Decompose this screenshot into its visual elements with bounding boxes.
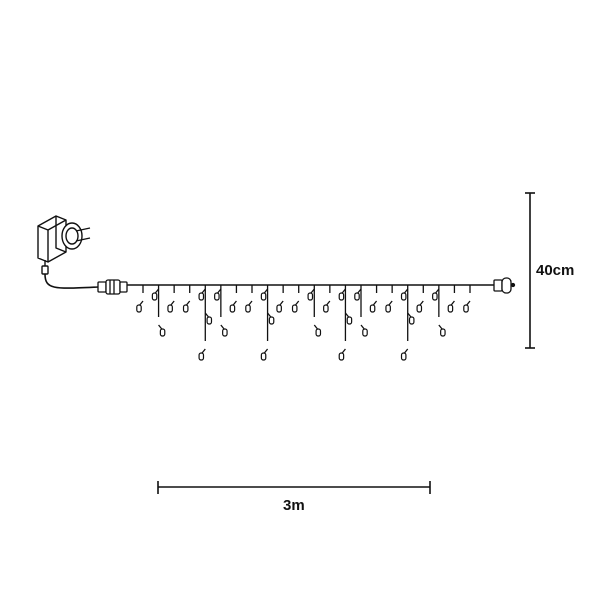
led-bulb [438, 324, 446, 337]
led-bulb [313, 324, 322, 337]
icicle-drop [151, 285, 166, 337]
icicle-drop [338, 285, 353, 361]
icicle-drop [385, 285, 393, 313]
icicle-drop [182, 285, 191, 313]
inline-connector-icon [97, 279, 128, 295]
icicle-drop [276, 285, 284, 313]
icicle-drop [463, 285, 471, 313]
led-bulb [291, 300, 300, 313]
icicle-drop [136, 285, 144, 313]
icicle-drop [369, 285, 378, 313]
led-bulb [400, 348, 409, 361]
icicle-drop [323, 285, 331, 313]
led-bulb [136, 300, 144, 313]
led-bulb [260, 288, 269, 301]
width-label: 3m [283, 497, 305, 514]
led-bulb [182, 300, 191, 313]
icicle-drop [416, 285, 424, 313]
led-bulb [360, 324, 368, 337]
led-bulb [400, 288, 409, 301]
led-bulb [385, 300, 393, 313]
led-bulb [220, 324, 228, 337]
led-bulb [229, 300, 237, 313]
power-adapter-icon [37, 215, 91, 275]
led-bulb [204, 312, 213, 325]
height-dimension [525, 192, 535, 349]
icicle-drop [260, 285, 275, 361]
end-cap-icon [493, 277, 516, 294]
led-bulb [167, 300, 175, 313]
led-bulb [323, 300, 331, 313]
icicle-drop [307, 285, 322, 337]
lead-cable [44, 273, 99, 289]
led-bulb [198, 288, 206, 301]
icicle-drop [245, 285, 253, 313]
led-bulb [267, 312, 275, 325]
led-bulb [416, 300, 424, 313]
icicle-drop [214, 285, 228, 337]
led-bulb [260, 348, 269, 361]
led-bulb [354, 288, 362, 301]
led-bulb [407, 312, 415, 325]
led-bulb [369, 300, 378, 313]
led-bulb [338, 348, 346, 361]
led-bulb [447, 300, 455, 313]
icicle-drop [291, 285, 300, 313]
led-bulb [245, 300, 253, 313]
icicle-drop [229, 285, 238, 313]
icicle-drop [400, 285, 415, 361]
led-bulb [214, 288, 222, 301]
height-label: 40cm [536, 262, 574, 279]
led-bulb [338, 288, 346, 301]
icicle-drops [136, 285, 471, 361]
icicle-drop [432, 285, 446, 337]
led-bulb [344, 312, 353, 325]
icicle-drop [167, 285, 175, 313]
icicle-drop [198, 285, 213, 361]
led-bulb [158, 324, 166, 337]
width-dimension [157, 481, 431, 494]
icicle-drop [447, 285, 456, 313]
led-bulb [198, 348, 206, 361]
led-bulb [276, 300, 284, 313]
icicle-drop [354, 285, 368, 337]
led-bulb [463, 300, 471, 313]
led-bulb [432, 288, 440, 301]
led-bulb [307, 288, 315, 301]
led-bulb [151, 288, 160, 301]
